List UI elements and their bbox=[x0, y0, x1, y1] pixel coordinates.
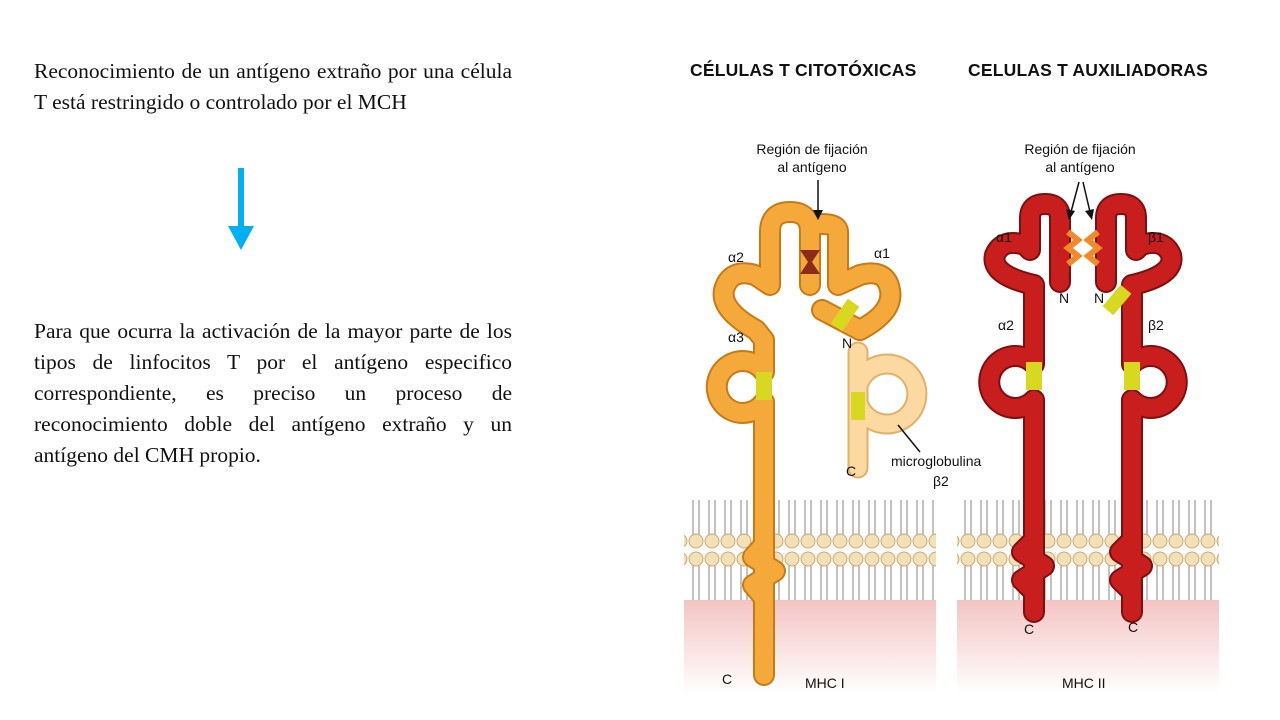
paragraph-restriction: Reconocimiento de un antígeno extraño po… bbox=[34, 58, 512, 114]
binding-region-label-right-2: al antígeno bbox=[1045, 159, 1114, 175]
title-helper-t-cells: CELULAS T AUXILIADORAS bbox=[968, 60, 1209, 80]
mhc2-n-right-label: N bbox=[1094, 290, 1104, 306]
mhc2-beta2-label: β2 bbox=[1148, 317, 1164, 333]
mhc2-alpha-chain bbox=[978, 193, 1083, 623]
mhc1-alpha1-label: α1 bbox=[874, 245, 890, 261]
beta2-microglobulin bbox=[847, 341, 928, 479]
mhc1-n-label: N bbox=[842, 335, 852, 351]
mhc1-alpha2-label: α2 bbox=[728, 249, 744, 265]
down-arrow-icon bbox=[228, 168, 254, 250]
mhc2-n-left-label: N bbox=[1059, 290, 1069, 306]
binding-region-label-left-1: Región de fijación bbox=[756, 141, 867, 157]
mhc2-c-right-label: C bbox=[1128, 619, 1138, 635]
mhc2-caption: MHC II bbox=[1062, 675, 1106, 691]
mhc1-alpha3-label: α3 bbox=[728, 329, 744, 345]
mhc1-micro-c-label: C bbox=[846, 463, 856, 479]
mhc2-beta-chain bbox=[1083, 193, 1188, 623]
mhc1-c-label: C bbox=[722, 671, 732, 687]
microglobulin-label: microglobulina bbox=[891, 453, 981, 469]
membrane-mhc1 bbox=[684, 494, 936, 694]
mhc2-beta1-label: β1 bbox=[1148, 229, 1164, 245]
paragraph-double-recognition: Para que ocurra la activación de la mayo… bbox=[34, 318, 512, 467]
mhc2-alpha1-label: α1 bbox=[996, 229, 1012, 245]
membrane-mhc2 bbox=[957, 494, 1219, 694]
binding-region-label-left-2: al antígeno bbox=[777, 159, 846, 175]
binding-region-label-right-1: Región de fijación bbox=[1024, 141, 1135, 157]
microglobulin-beta2-label: β2 bbox=[933, 473, 949, 489]
mhc1-caption: MHC I bbox=[805, 675, 845, 691]
mhc1-heavy-chain bbox=[705, 201, 902, 686]
mhc2-c-left-label: C bbox=[1024, 621, 1034, 637]
title-cytotoxic-t-cells: CÉLULAS T CITOTÓXICAS bbox=[690, 60, 917, 80]
mhc2-alpha2-label: α2 bbox=[998, 317, 1014, 333]
